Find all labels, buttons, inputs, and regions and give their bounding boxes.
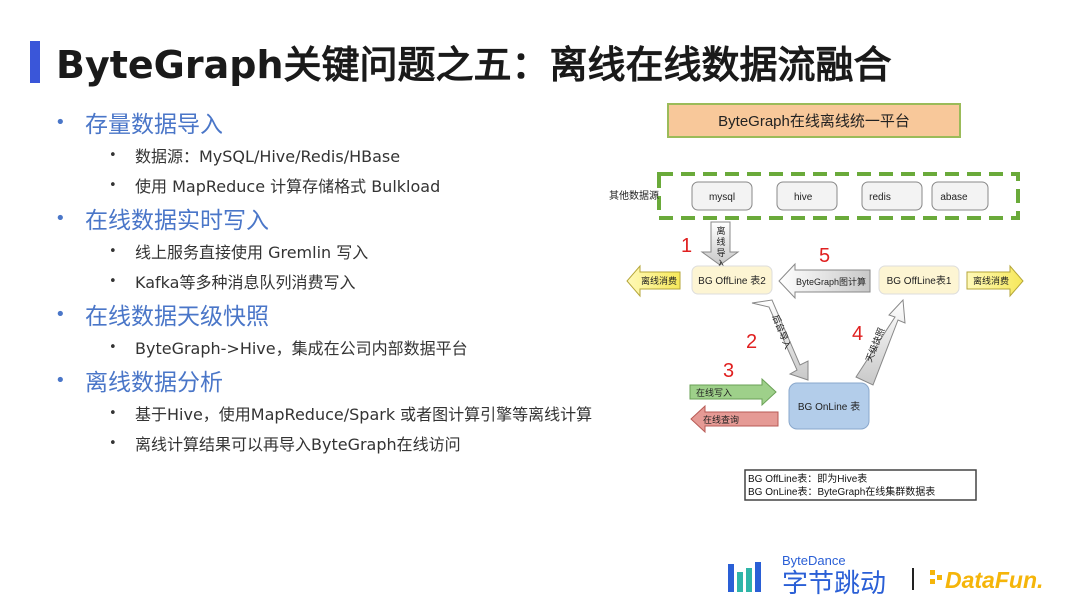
online-write-arrow	[689, 377, 777, 407]
logo-bar	[755, 562, 761, 592]
backend-import-arrow	[751, 299, 809, 381]
slide-title: ByteGraph关键问题之五：离线在线数据流融合	[56, 43, 892, 87]
source-box-redis	[861, 181, 923, 211]
source-box-mysql	[691, 181, 753, 211]
datafun-logo: DataFun.	[930, 567, 1043, 593]
source-label: redis	[869, 192, 891, 203]
step-number-2: 2	[746, 331, 757, 353]
source-label: hive	[794, 192, 813, 203]
bullet-dot: •	[55, 207, 66, 229]
logo-bar	[746, 568, 752, 592]
section-item: 使用 MapReduce 计算存储格式 Bulkload	[135, 177, 441, 196]
online-table-label: BG OnLine 表	[798, 400, 860, 413]
legend-box	[744, 469, 977, 501]
step-number-5: 5	[819, 245, 830, 267]
step-number-3: 3	[723, 360, 734, 382]
daily-snapshot-arrow	[855, 298, 906, 386]
step-number-1: 1	[681, 235, 692, 257]
step-number-4: 4	[852, 323, 863, 345]
offline-consume-right-arrow	[966, 264, 1024, 298]
backend-import-label: 后台导入	[770, 313, 794, 351]
bullet-list: • 存量数据导入 • 数据源：MySQL/Hive/Redis/HBase • 使用 …	[55, 104, 675, 458]
bullet-dot: •	[55, 369, 66, 391]
bytedance-logo: ByteDance 字节跳动	[728, 553, 886, 598]
source-box-abase	[931, 181, 989, 211]
bullet-dot: •	[109, 405, 117, 421]
source-box-hive	[776, 181, 838, 211]
online-query-arrow	[690, 404, 779, 434]
bullet-dot: •	[109, 147, 117, 163]
offline-import-label: 离线导入	[716, 225, 725, 269]
datafun-text: DataFun.	[945, 567, 1043, 593]
platform-title: ByteGraph在线离线统一平台	[718, 113, 910, 130]
graph-compute-arrow	[778, 262, 871, 300]
legend-line1: BG OffLine表：即为Hive表	[748, 472, 867, 485]
offline-consume-left-arrow	[626, 264, 681, 298]
offline-table1-box	[878, 265, 960, 295]
title-accent-bar	[30, 41, 40, 83]
section-title: 在线数据实时写入	[85, 208, 269, 234]
section-title: 存量数据导入	[85, 112, 223, 138]
section-item: 离线计算结果可以再导入ByteGraph在线访问	[135, 435, 461, 454]
other-sources-label: 其他数据源	[609, 189, 659, 202]
offline-consume-right-label: 离线消费	[973, 275, 1009, 286]
footer-divider	[912, 568, 914, 590]
section-item: 线上服务直接使用 Gremlin 写入	[135, 243, 369, 262]
section-stock-import: • 存量数据导入 • 数据源：MySQL/Hive/Redis/HBase • 使用 …	[55, 104, 675, 200]
bytedance-en: ByteDance	[782, 553, 846, 568]
offline-import-arrow	[700, 221, 740, 266]
graph-compute-label: ByteGraph图计算	[796, 276, 866, 287]
source-label: abase	[940, 192, 968, 203]
platform-title-box	[667, 103, 961, 138]
online-query-label: 在线查询	[703, 414, 739, 425]
sources-frame	[657, 172, 1020, 220]
section-daily-snapshot: • 在线数据天级快照 • ByteGraph->Hive，集成在公司内部数据平台	[55, 296, 675, 362]
legend-line2: BG OnLine表：ByteGraph在线集群数据表	[748, 485, 935, 498]
online-table-box	[788, 382, 870, 430]
bullet-dot: •	[109, 177, 117, 193]
section-realtime-write: • 在线数据实时写入 • 线上服务直接使用 Gremlin 写入 • Kafka等多种…	[55, 200, 675, 296]
bullet-dot: •	[109, 243, 117, 259]
logo-bar	[737, 572, 743, 592]
offline-table2-box	[691, 265, 773, 295]
bullet-dot: •	[109, 273, 117, 289]
section-item: ByteGraph->Hive，集成在公司内部数据平台	[135, 339, 468, 358]
bullet-dot: •	[109, 339, 117, 355]
offline-consume-left-label: 离线消费	[641, 275, 677, 286]
bullet-dot: •	[109, 435, 117, 451]
source-label: mysql	[709, 192, 735, 203]
bullet-dot: •	[55, 303, 66, 325]
section-item: Kafka等多种消息队列消费写入	[135, 273, 356, 292]
offline-table1-label: BG OffLine表1	[887, 274, 952, 287]
bytedance-cn: 字节跳动	[782, 568, 886, 598]
section-item: 基于Hive，使用MapReduce/Spark 或者图计算引擎等离线计算	[135, 405, 593, 424]
bullet-dot: •	[55, 111, 66, 133]
section-item: 数据源：MySQL/Hive/Redis/HBase	[135, 147, 401, 166]
datafun-mark	[937, 575, 942, 580]
datafun-mark	[930, 579, 935, 584]
section-title: 在线数据天级快照	[85, 304, 269, 330]
datafun-mark	[930, 570, 935, 575]
section-offline-analysis: • 离线数据分析 • 基于Hive，使用MapReduce/Spark 或者图计算引…	[55, 362, 675, 458]
logo-bar	[728, 564, 734, 592]
online-write-label: 在线写入	[696, 387, 732, 398]
section-title: 离线数据分析	[85, 370, 223, 396]
offline-table2-label: BG OffLine 表2	[698, 274, 766, 287]
